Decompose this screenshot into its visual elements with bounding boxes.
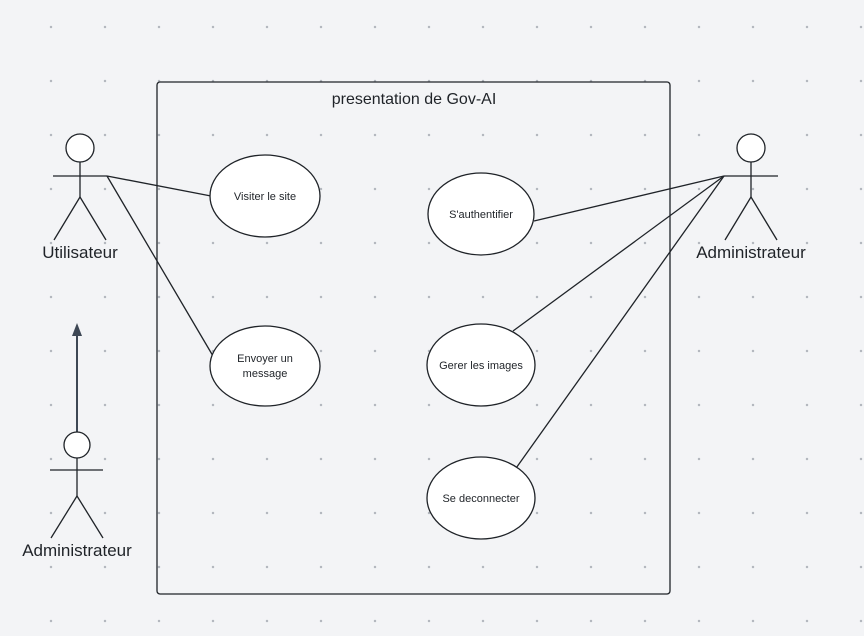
use-case-ellipse [426,456,536,540]
associations [106,175,725,472]
actor-head [63,431,91,459]
actor-label-administrateur-left: Administrateur [22,541,132,560]
use-case-visiter[interactable]: Visiter le site [209,154,321,238]
use-case-ellipse [426,323,536,407]
use-case-label: Visiter le site [234,191,296,203]
association-line-administrateur-right-auth[interactable] [533,175,725,222]
use-case-ellipse [427,172,535,256]
actor-label-utilisateur: Utilisateur [42,243,118,262]
actor-label-administrateur-right: Administrateur [696,243,806,262]
system-boundary[interactable] [156,81,671,595]
use-case-ellipse [209,325,321,407]
system-title: presentation de Gov-AI [332,91,497,108]
actor-administrateur-right[interactable]: Administrateur [696,133,806,262]
use-case-deco[interactable]: Se deconnecter [426,456,536,540]
use-case-label: Envoyer un [237,353,293,365]
actor-utilisateur[interactable]: Utilisateur [42,133,118,262]
actor-left-leg [53,196,81,241]
association-line-utilisateur-envoyer[interactable] [106,175,214,357]
actor-right-leg [79,196,107,241]
use-case-label: S'authentifier [449,209,513,221]
actor-right-leg [76,495,104,539]
actor-head [65,133,95,163]
use-case-ellipse [209,154,321,238]
use-case-auth[interactable]: S'authentifier [427,172,535,256]
association-line-administrateur-right-deco[interactable] [513,175,725,472]
actor-left-leg [724,196,752,241]
actor-administrateur-left[interactable]: Administrateur [22,431,132,560]
use-case-label: message [243,368,288,380]
use-case-label: Se deconnecter [442,493,519,505]
use-case-envoyer[interactable]: Envoyer un message [209,325,321,407]
actor-left-leg [50,495,78,539]
association-line-administrateur-right-gerer[interactable] [512,175,725,332]
actor-head [736,133,766,163]
use-case-label: Gerer les images [439,360,523,372]
actor-right-leg [750,196,778,241]
use-case-gerer[interactable]: Gerer les images [426,323,536,407]
generalization-arrowhead [72,323,82,336]
association-line-utilisateur-visiter[interactable] [106,175,212,197]
